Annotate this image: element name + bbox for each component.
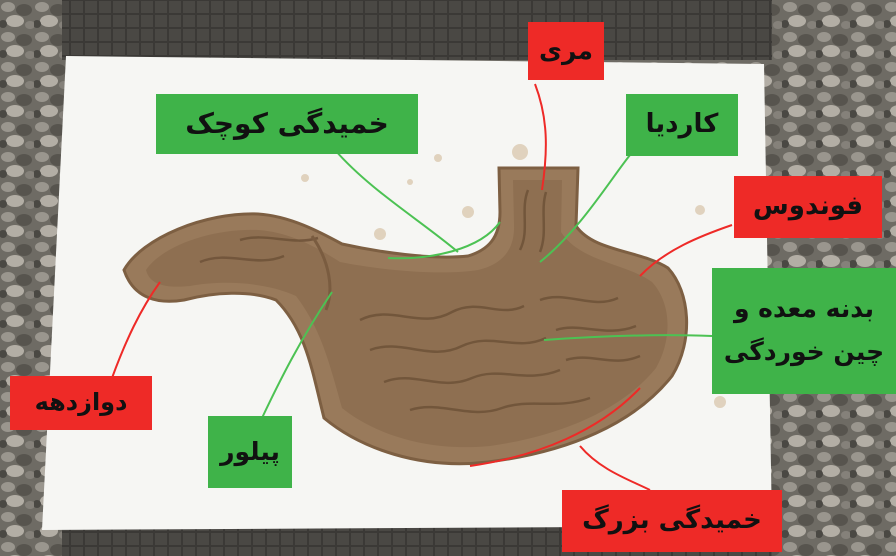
label-lesser-curvature: خمیدگی کوچک [156,94,418,154]
label-cardia: کاردیا [626,94,738,156]
label-esophagus: مری [528,22,604,80]
label-greater-curvature: خمیدگی بزرگ [562,490,782,552]
label-fundus: فوندوس [734,176,882,238]
label-stomach-body-and-folds: بدنه معده و چین خوردگی [712,268,896,394]
label-stomach-body-line2: چین خوردگی [724,338,884,367]
label-stomach-body-line1: بدنه معده و [734,295,874,324]
label-duodenum: دوازدهه [10,376,152,430]
label-pylorus: پیلور [208,416,292,488]
